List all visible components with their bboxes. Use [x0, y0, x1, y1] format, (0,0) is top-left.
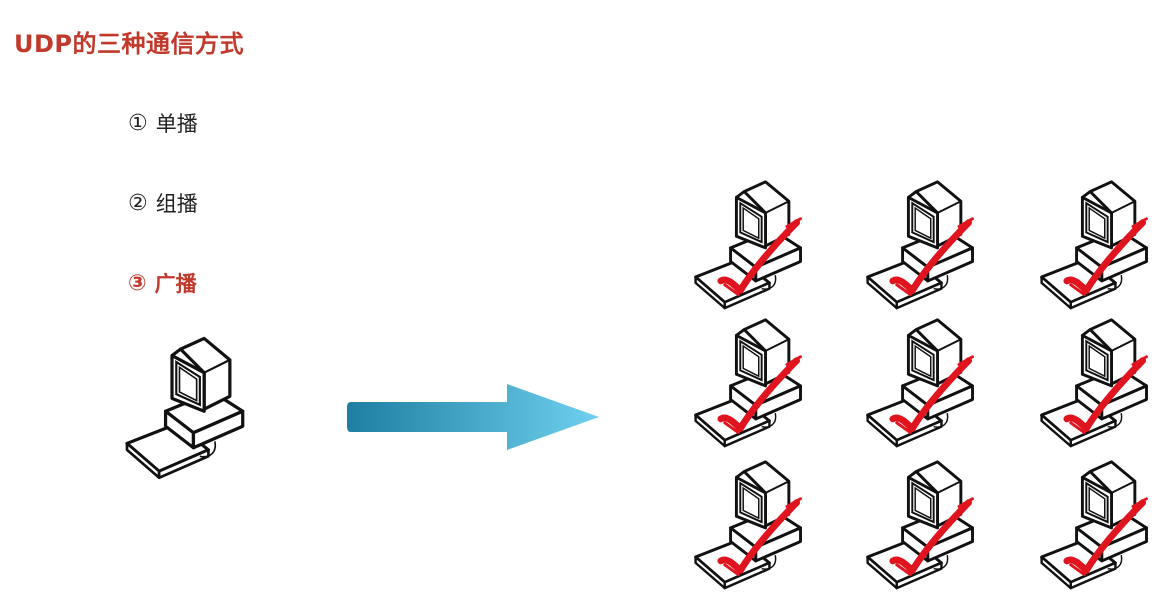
receiver-computer-icon	[1040, 180, 1162, 310]
sender-computer-icon	[125, 336, 245, 480]
list-item-broadcast: ③ 广播	[128, 268, 197, 298]
receiver-computer-icon	[866, 460, 988, 590]
item-label: 组播	[155, 192, 198, 216]
receiver-computer-icon	[694, 318, 816, 448]
item-number: ①	[128, 110, 148, 136]
item-label: 广播	[154, 272, 197, 296]
receiver-computer-icon	[1040, 460, 1162, 590]
page-title: UDP的三种通信方式	[14, 30, 244, 58]
item-number: ③	[128, 270, 147, 296]
receiver-computer-icon	[866, 318, 988, 448]
item-label: 单播	[155, 112, 198, 136]
receiver-computer-icon	[866, 180, 988, 310]
receiver-computer-icon	[1040, 318, 1162, 448]
arrow-right-icon	[347, 384, 599, 450]
list-item-multicast: ② 组播	[128, 188, 198, 218]
list-item-unicast: ① 单播	[128, 108, 198, 138]
receiver-computer-icon	[694, 180, 816, 310]
receiver-computer-icon	[694, 460, 816, 590]
item-number: ②	[128, 190, 148, 216]
